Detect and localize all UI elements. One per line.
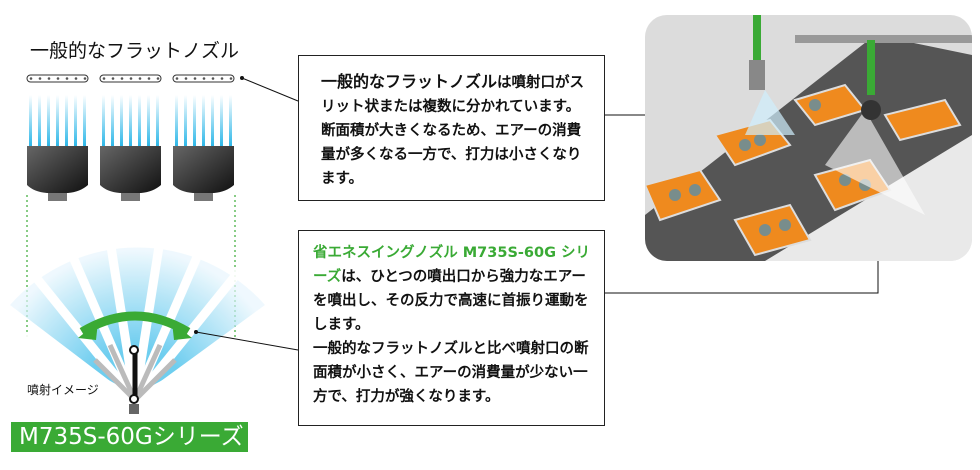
flat-nozzle-description: 一般的なフラットノズルは噴射口がスリット状または複数に分かれています。断面積が大… xyxy=(298,55,605,201)
swing-nozzle-term: 省エネスイングノズル M735S-60G シリーズ xyxy=(313,245,591,285)
conveyor-illustration xyxy=(645,15,972,261)
comparison-text: 一般的なフラットノズルと比べ噴射口の断面積が小さく、エアーの消費量が少ない一方で… xyxy=(313,341,589,405)
swing-nozzle-text: は、ひとつの噴出口から強力なエアーを噴出し、その反力で高速に首振り運動をします。 xyxy=(313,269,589,333)
swing-nozzle-description: 省エネスイングノズル M735S-60G シリーズは、ひとつの噴出口から強力なエ… xyxy=(298,230,605,426)
flat-nozzle-title: 一般的なフラットノズル xyxy=(30,40,240,62)
spray-image-label: 噴射イメージ xyxy=(27,383,99,397)
series-badge: M735S-60Gシリーズ xyxy=(11,422,248,452)
flat-nozzle-term: 一般的なフラットノズル xyxy=(321,72,498,91)
flat-nozzles-icon xyxy=(26,74,235,202)
flat-nozzle-text: は噴射口がスリット状または複数に分かれています。断面積が大きくなるため、エアーの… xyxy=(321,75,585,187)
